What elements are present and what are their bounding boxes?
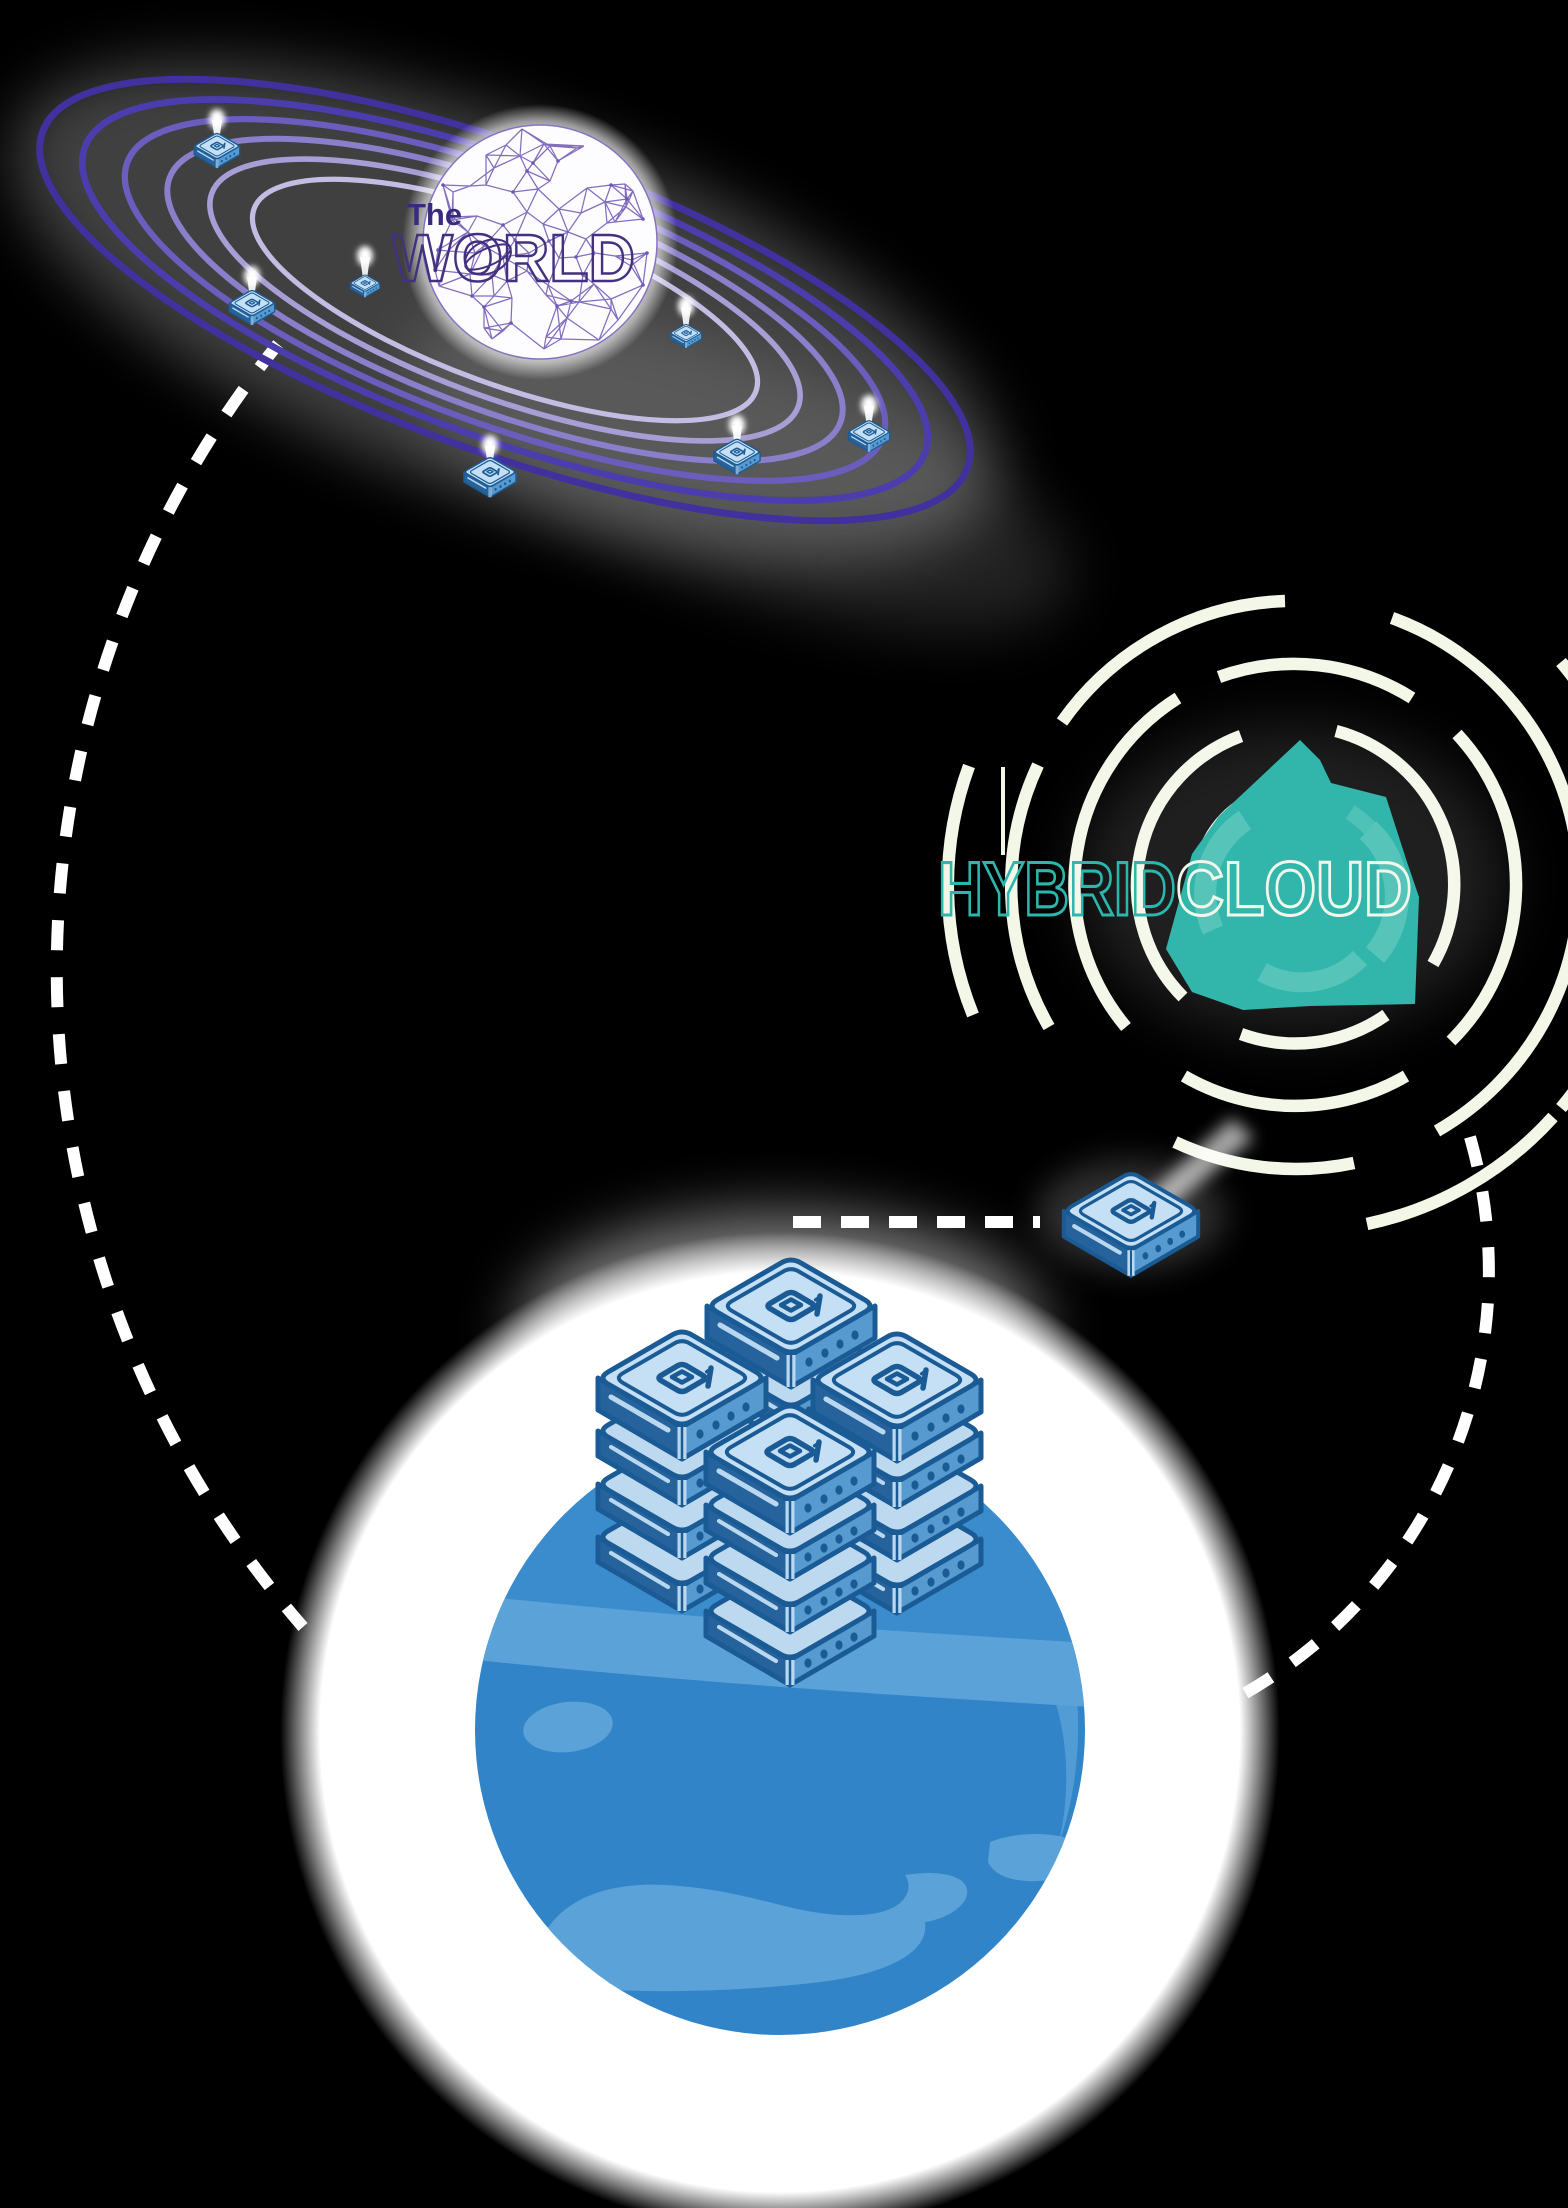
svg-text:CLOUD: CLOUD (1176, 847, 1412, 932)
svg-text:The: The (407, 197, 462, 232)
svg-text:WORLD: WORLD (392, 221, 635, 296)
svg-text:HYBRID: HYBRID (938, 847, 1176, 932)
